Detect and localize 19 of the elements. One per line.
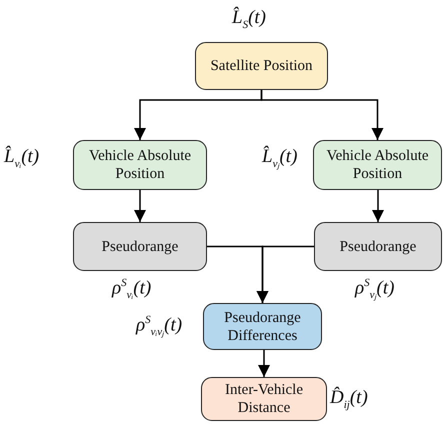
arrow [256,246,314,303]
process-box: Vehicle Absolute Position [313,140,442,190]
process-box: Inter-Vehicle Distance [201,377,327,421]
process-box: Pseudorange [73,222,207,271]
arrow [372,190,384,222]
process-box: Vehicle Absolute Position [73,140,207,190]
process-box: Pseudorange [314,222,442,271]
arrow [260,90,384,140]
arrow [134,190,146,222]
process-box: Satellite Position [195,42,328,90]
math-label: L̂$_{vⱼ}$(t) [262,147,298,170]
math-label: ρ$^{S}$$_{vᵢ}$(t) [112,278,152,302]
math-label: L̂$_{vᵢ}$(t) [4,147,40,170]
math-label: D̂$_{ij}$(t) [330,388,368,411]
math-label: ρ$^{S}$$_{vⱼ}$(t) [355,278,394,302]
math-label: L̂$_{S}$(t) [232,8,266,31]
process-box: Pseudorange Differences [203,303,322,350]
arrow [258,350,270,377]
math-label: ρ$^{S}$$_{vᵢvⱼ}$(t) [136,315,182,338]
